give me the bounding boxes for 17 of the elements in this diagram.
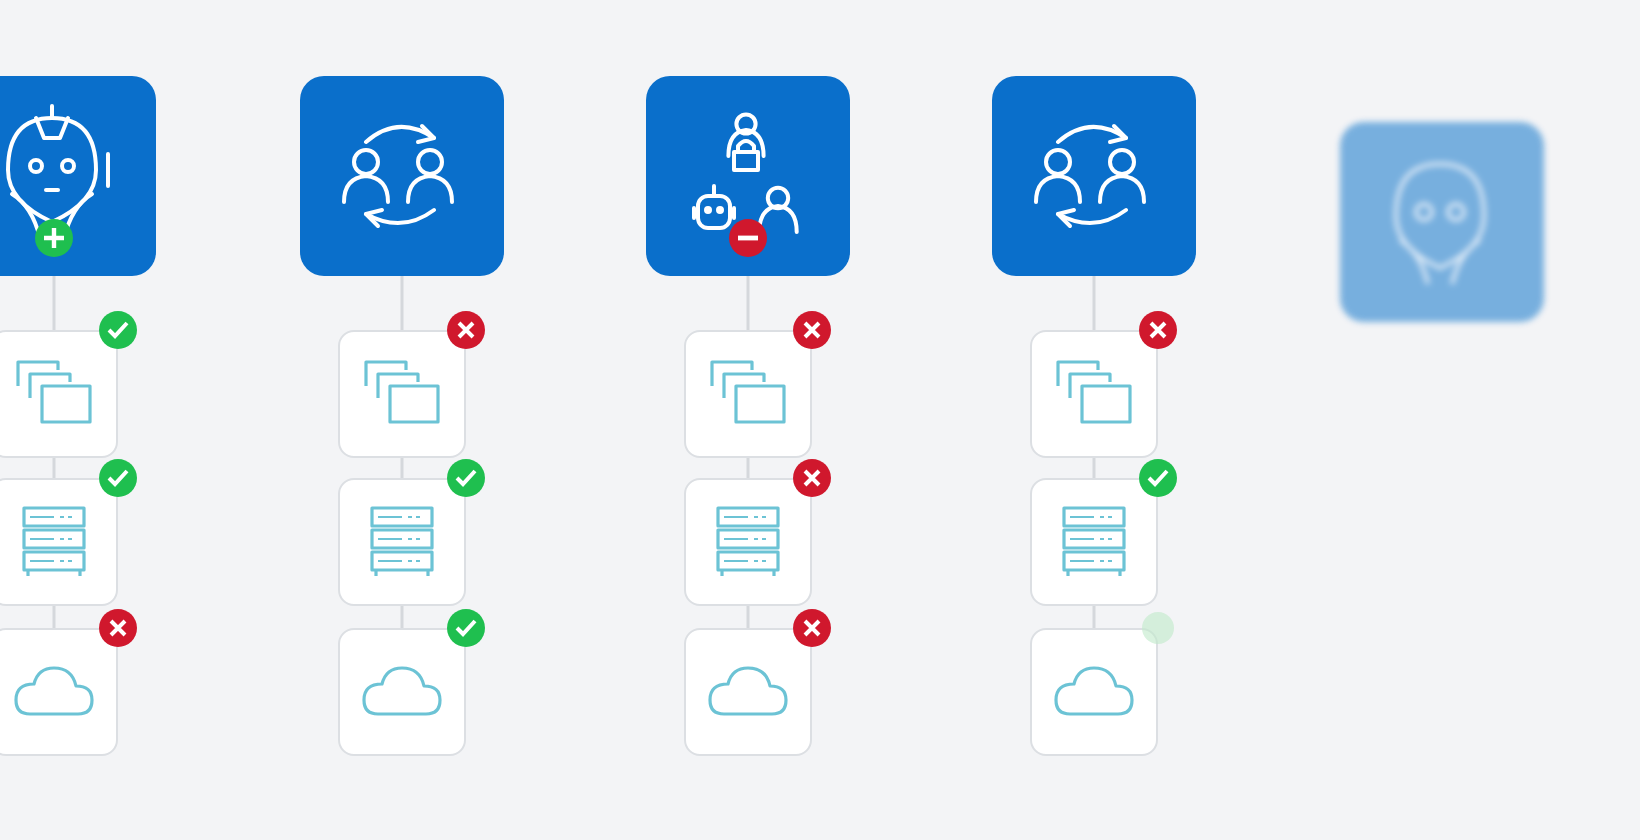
app-tile: [992, 76, 1196, 276]
app-tile: [300, 76, 504, 276]
app-tile: [646, 76, 850, 276]
resource-card: [684, 628, 812, 756]
resource-card: [684, 330, 812, 458]
resource-card: [1030, 330, 1158, 458]
resource-card: [338, 628, 466, 756]
resource-card: [0, 330, 118, 458]
app-tile: [1340, 122, 1544, 322]
resource-card: [1030, 478, 1158, 606]
app-tile: [0, 76, 156, 276]
resource-card: [338, 478, 466, 606]
resource-card: [0, 628, 118, 756]
resource-card: [0, 478, 118, 606]
resource-card: [1030, 628, 1158, 756]
resource-card: [684, 478, 812, 606]
resource-card: [338, 330, 466, 458]
